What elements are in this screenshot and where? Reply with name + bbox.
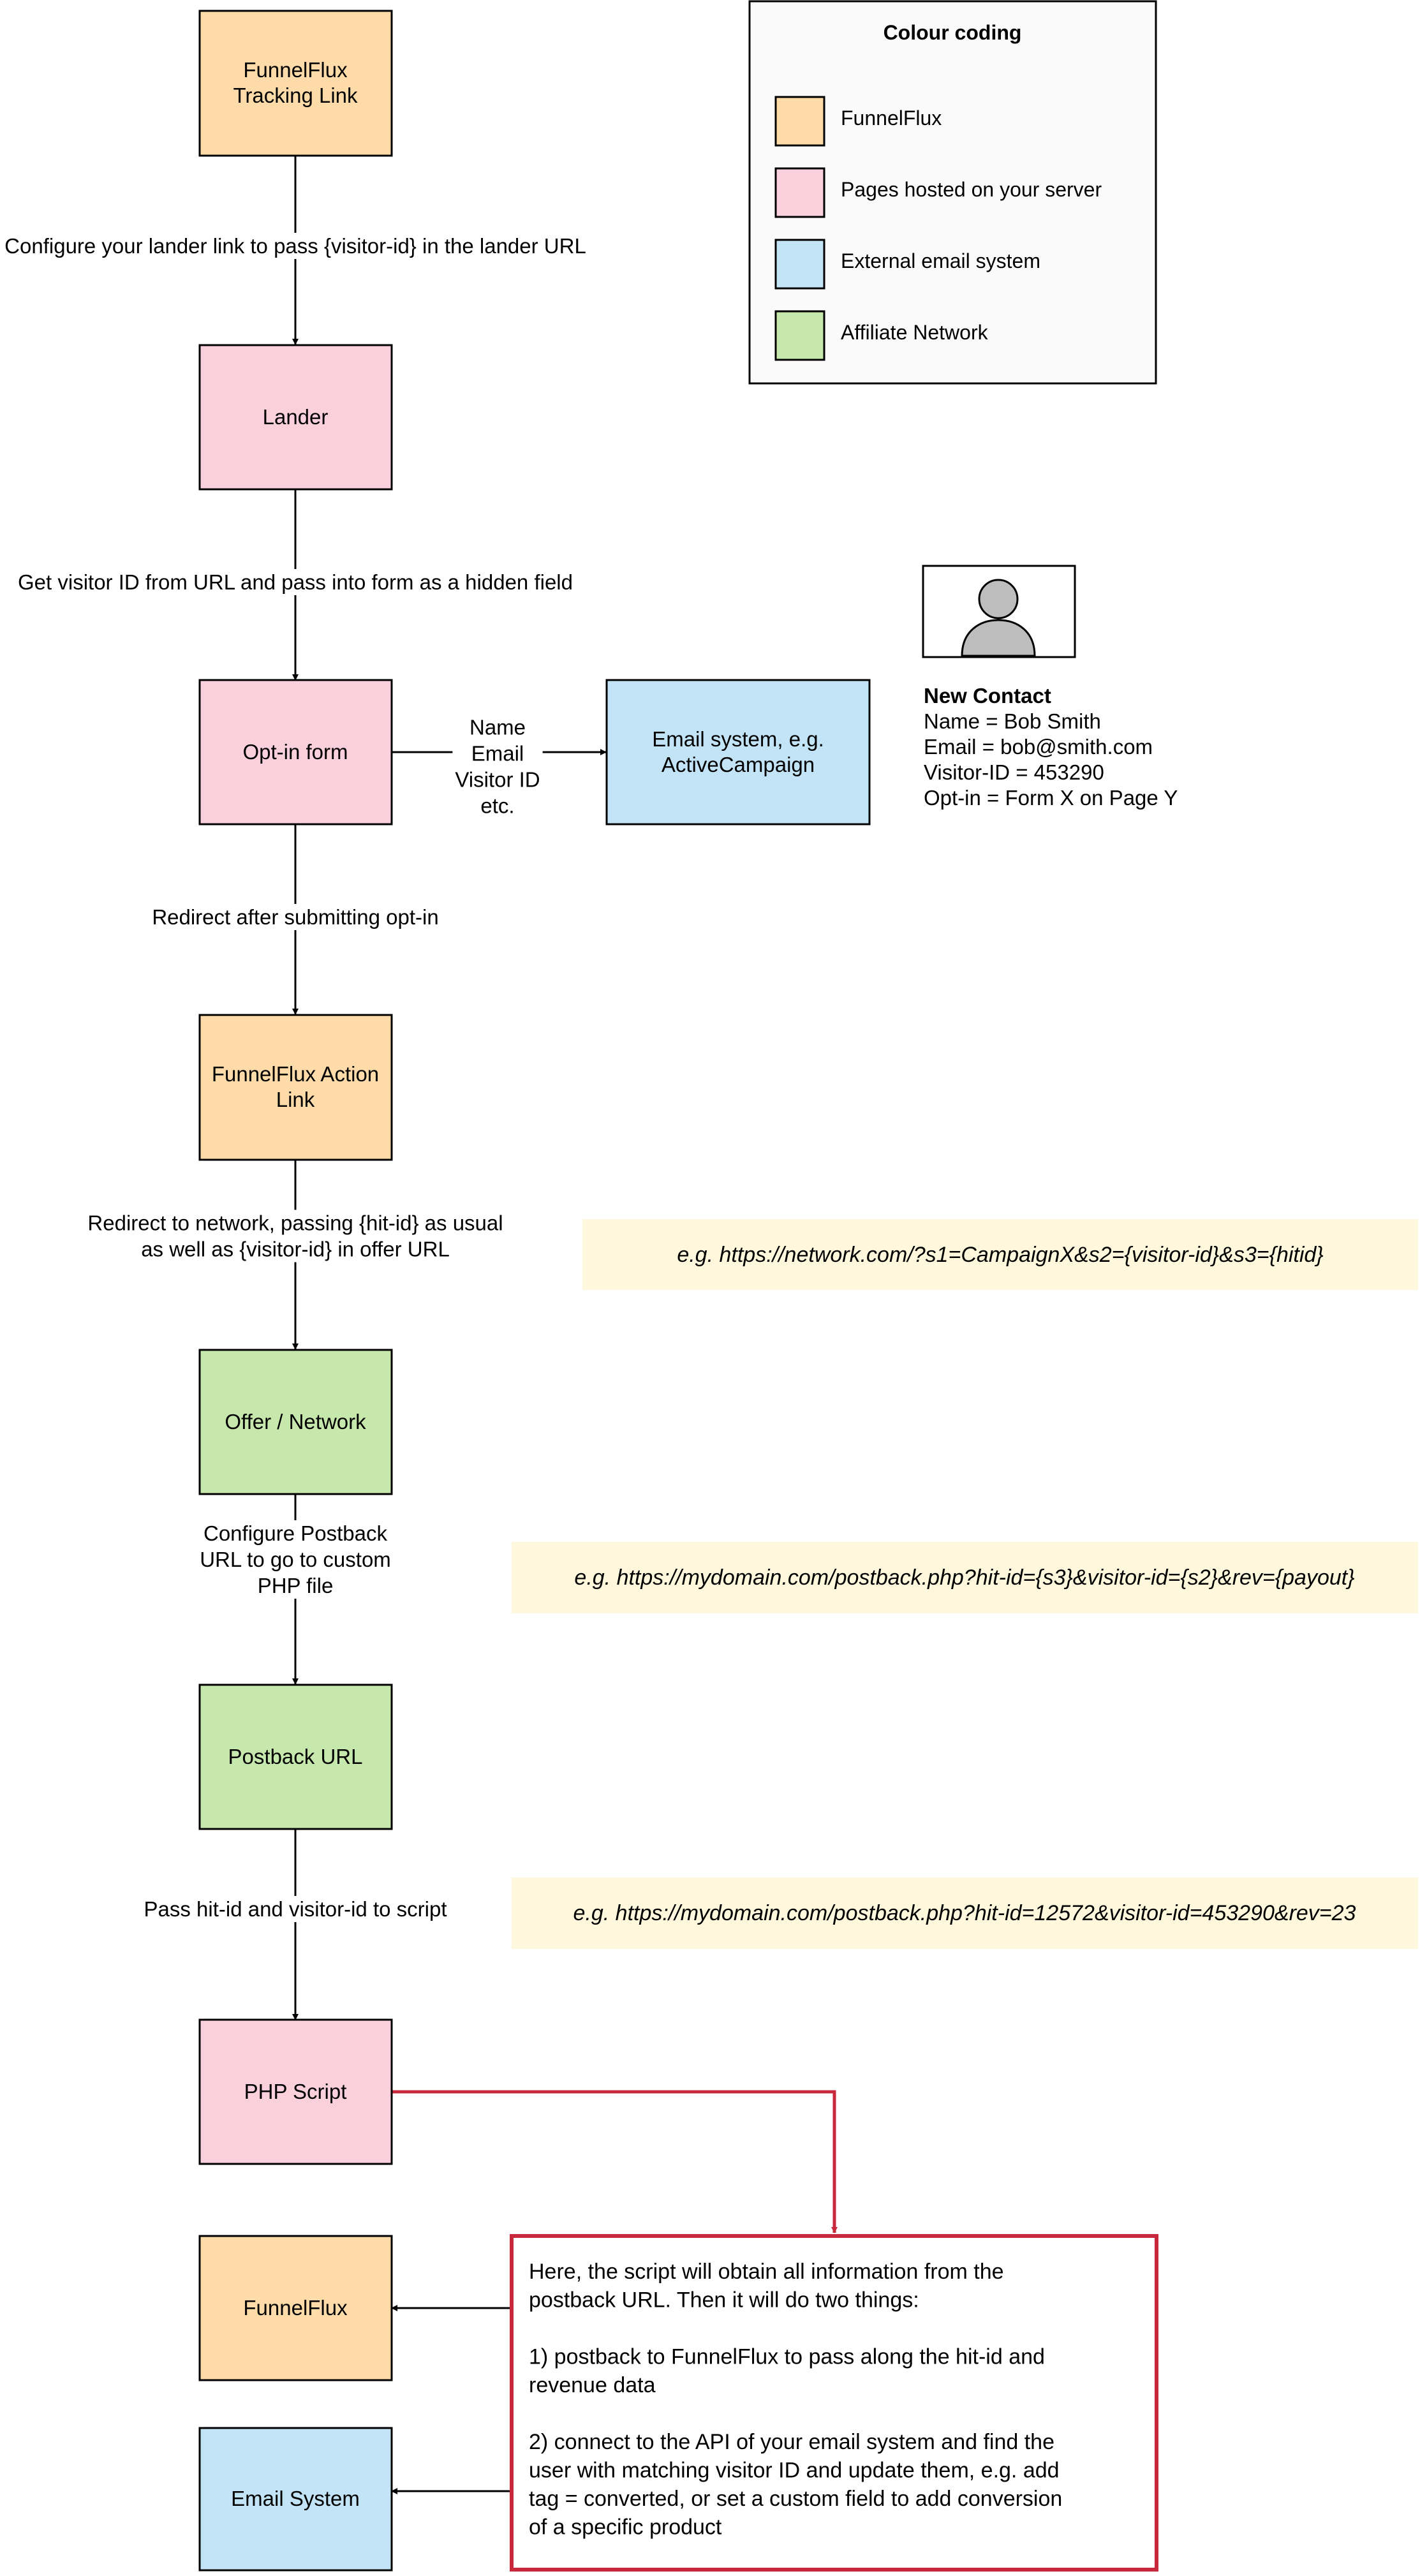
- script-note-text: Here, the script will obtain all informa…: [529, 2260, 1062, 2540]
- legend-title: Colour coding: [884, 21, 1022, 44]
- node-funnelflux-final: [198, 2235, 393, 2381]
- node-email-system: [605, 679, 871, 825]
- person-icon: [961, 579, 1036, 657]
- edge-label-pass-to-script: Pass hit-id and visitor-id to script: [144, 1897, 447, 1921]
- example-box-network-url: [582, 1219, 1418, 1290]
- node-funnelflux-final-label: FunnelFlux: [243, 2296, 348, 2320]
- legend-label-server-pages: Pages hosted on your server: [841, 178, 1102, 201]
- example-postback-sample: e.g. https://mydomain.com/postback.php?h…: [573, 1901, 1356, 1925]
- edge-label-background: [197, 1520, 394, 1599]
- legend-swatch-server-pages: [774, 167, 825, 218]
- edge-label-configure-lander: Configure your lander link to pass {visi…: [4, 234, 586, 258]
- node-email-system-final: [198, 2427, 393, 2572]
- contact-title: New Contact: [924, 684, 1051, 707]
- legend-swatch-funnelflux: [774, 96, 825, 147]
- edge-label-background: [85, 1210, 506, 1262]
- script-note-frame: [510, 2234, 1158, 2572]
- node-email-system-label: Email system, e.g.ActiveCampaign: [652, 727, 824, 776]
- node-postback-url: [198, 1684, 393, 1830]
- edge-label-background: [141, 1896, 450, 1922]
- node-action-link: [198, 1014, 393, 1161]
- node-postback-url-label: Postback URL: [228, 1745, 363, 1768]
- edge-label-redirect-to-network: Redirect to network, passing {hit-id} as…: [87, 1211, 503, 1261]
- edge-label-background: [149, 904, 441, 930]
- legend-swatch-affiliate: [774, 310, 825, 361]
- legend-swatch-email-system: [774, 239, 825, 290]
- edge-label-get-visitor-id: Get visitor ID from URL and pass into fo…: [18, 570, 573, 594]
- example-network-url: e.g. https://network.com/?s1=CampaignX&s…: [677, 1243, 1323, 1267]
- example-box-postback-sample: [512, 1877, 1418, 1949]
- edge-label-background: [2, 233, 589, 259]
- node-php-script: [198, 2018, 393, 2165]
- node-lander-label: Lander: [263, 405, 329, 429]
- node-email-system-final-label: Email System: [231, 2487, 360, 2510]
- legend-label-email-system: External email system: [841, 249, 1040, 272]
- script-note: Here, the script will obtain all informa…: [510, 2234, 1158, 2572]
- node-optin-form: [198, 679, 393, 825]
- edge-label-background: [15, 569, 575, 595]
- node-offer-network-label: Offer / Network: [225, 1410, 366, 1433]
- node-offer-network: [198, 1349, 393, 1495]
- node-tracking-link: [198, 10, 393, 157]
- legend: Colour coding FunnelFlux Pages hosted on…: [748, 0, 1157, 385]
- edge-label-redirect-after-optin: Redirect after submitting opt-in: [152, 905, 438, 929]
- example-box-postback-template: [512, 1542, 1418, 1613]
- edge-labels: Configure your lander link to pass {visi…: [2, 233, 589, 1922]
- node-php-script-label: PHP Script: [244, 2080, 347, 2103]
- edge-label-background: [452, 714, 543, 819]
- legend-label-affiliate: Affiliate Network: [841, 321, 989, 344]
- example-boxes: e.g. https://network.com/?s1=CampaignX&s…: [512, 1219, 1418, 1949]
- node-optin-form-label: Opt-in form: [242, 740, 348, 764]
- legend-label-funnelflux: FunnelFlux: [841, 107, 942, 130]
- example-postback-template: e.g. https://mydomain.com/postback.php?h…: [574, 1566, 1354, 1590]
- node-lander: [198, 344, 393, 491]
- edge-php-to-note: [392, 2090, 838, 2233]
